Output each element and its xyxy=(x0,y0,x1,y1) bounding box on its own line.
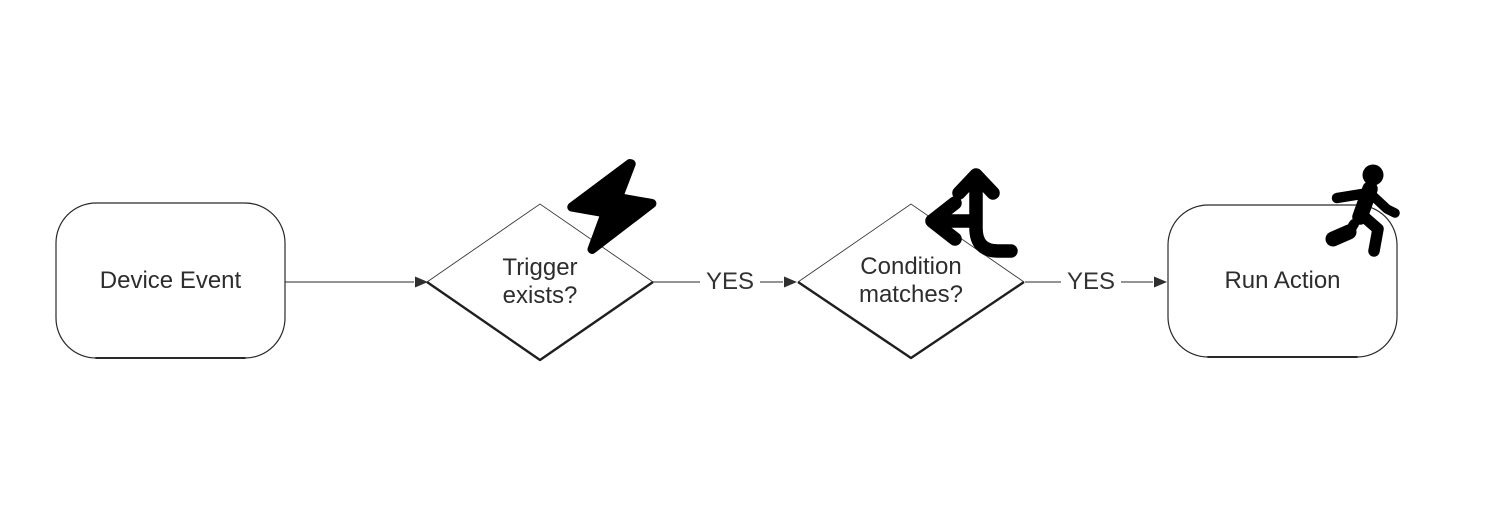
edge-condition-to-run xyxy=(1025,276,1167,288)
node-device-event xyxy=(55,202,286,359)
node-condition-matches xyxy=(797,203,1025,360)
edge-device-to-trigger xyxy=(285,276,428,288)
lightning-bolt-icon xyxy=(567,159,657,254)
running-person-icon xyxy=(1325,164,1400,257)
edge-trigger-to-condition xyxy=(651,276,797,288)
arrowhead-icon xyxy=(415,276,428,288)
arrowhead-icon xyxy=(784,276,797,288)
node-run-action xyxy=(1167,204,1398,358)
split-arrows-icon xyxy=(925,168,1018,258)
arrowhead-icon xyxy=(1154,276,1167,288)
